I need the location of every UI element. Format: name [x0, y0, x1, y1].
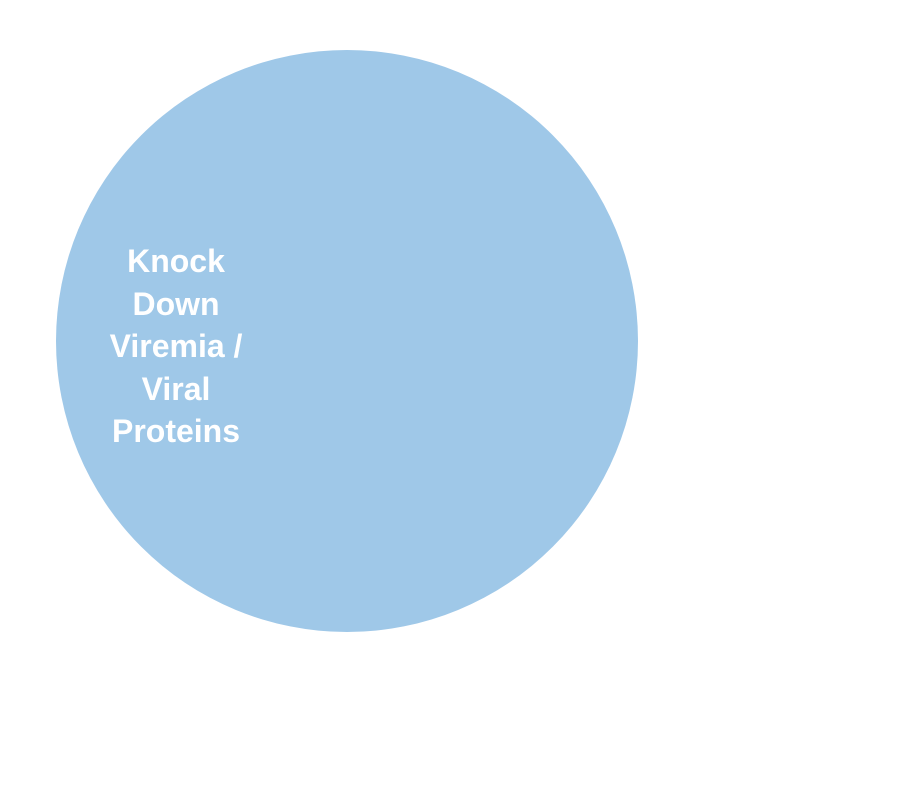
- circle-label: Knock Down Viremia / Viral Proteins: [109, 243, 243, 449]
- knockdown-circle: [56, 50, 638, 632]
